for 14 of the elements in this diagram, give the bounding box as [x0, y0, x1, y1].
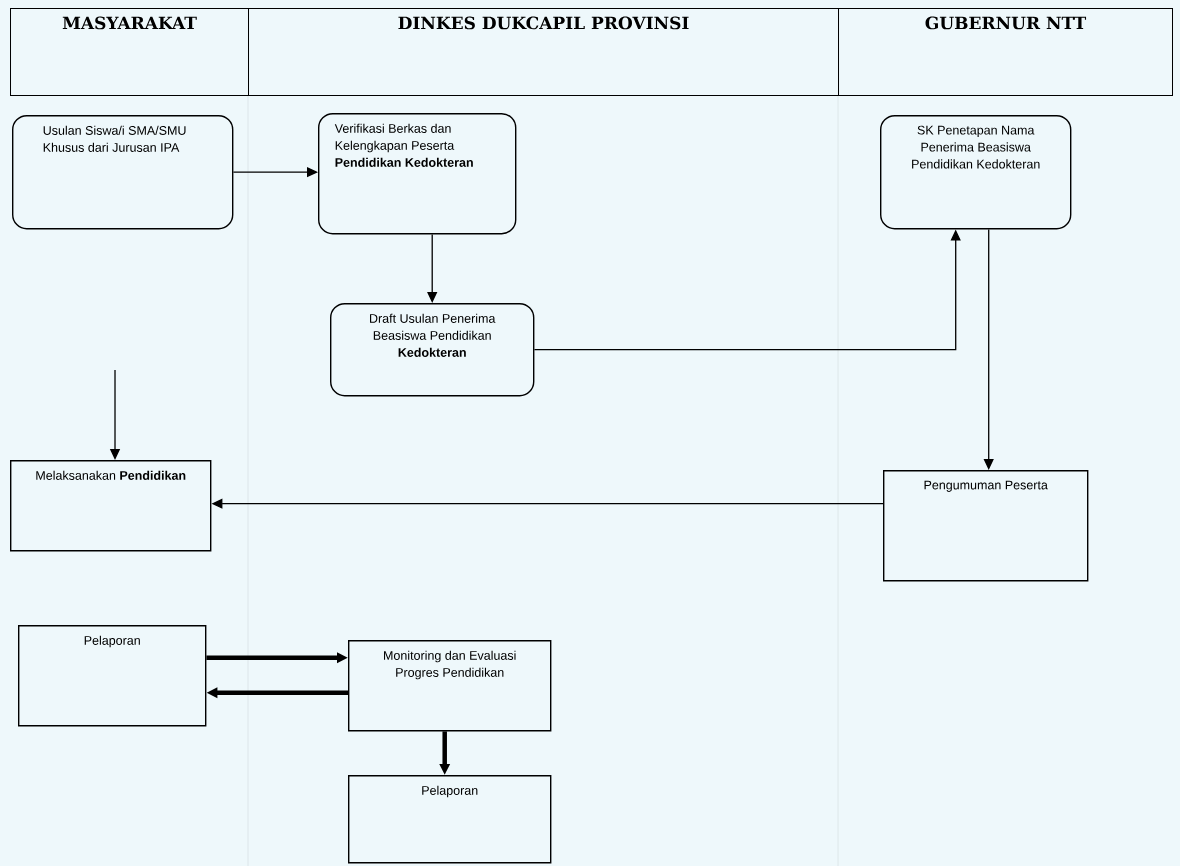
process-box: Draft Usulan Penerima Beasiswa Pendidikan Kedokteran	[330, 303, 535, 397]
process-box: Pelaporan	[348, 775, 552, 864]
process-box: SK Penetapan Nama Penerima Beasiswa Pendidikan Kedokteran	[880, 115, 1072, 230]
process-box: Melaksanakan Pendidikan	[10, 460, 212, 552]
process-box: Usulan Siswa/i SMA/SMU Khusus dari Jurusan IPA	[12, 115, 234, 230]
process-box: Pengumuman Peserta	[883, 470, 1089, 582]
process-box: Monitoring dan Evaluasi Progres Pendidikan	[348, 640, 552, 732]
lane-header: MASYARAKAT	[10, 8, 249, 96]
arrow	[427, 233, 438, 303]
lane-header: DINKES DUKCAPIL PROVINSI	[248, 8, 839, 96]
process-box: Verifikasi Berkas dan Kelengkapan Peserta Pendidikan Kedokteran	[318, 113, 517, 235]
lane-header: GUBERNUR NTT	[838, 8, 1173, 96]
arrow	[983, 228, 994, 470]
process-box: Pelaporan	[18, 625, 207, 727]
